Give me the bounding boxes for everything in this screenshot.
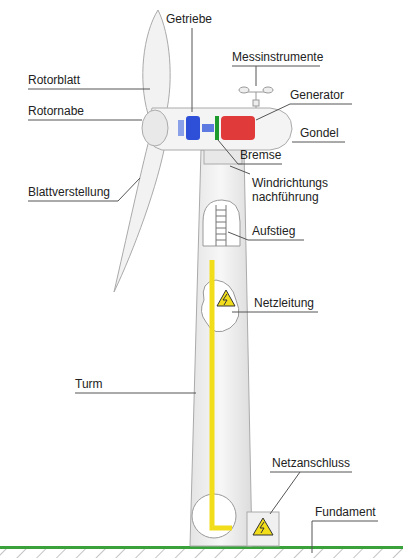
warning-sign (253, 518, 273, 535)
part-label: Windrichtungs nachführung (252, 176, 344, 204)
part-label: Rotornabe (28, 104, 84, 118)
part-label: Fundament (315, 505, 376, 519)
part-label: Netzleitung (254, 296, 314, 310)
part-label: Netzanschluss (272, 456, 350, 470)
part-label: Gondel (300, 126, 339, 140)
brake (215, 116, 219, 140)
grid-connection-box (247, 512, 279, 546)
rotor-blade (114, 136, 166, 292)
measuring-instruments (239, 87, 273, 108)
gearbox (186, 116, 200, 140)
part-label: Turm (75, 377, 103, 391)
part-label: Messinstrumente (232, 50, 323, 64)
shaft (202, 124, 214, 132)
ladder-cutout (203, 200, 240, 246)
part-label: Generator (290, 88, 344, 102)
tower (190, 150, 252, 546)
rotor-hub (142, 110, 168, 146)
cable-cutout (201, 280, 238, 332)
part-label: Bremse (240, 148, 281, 162)
ladder (216, 205, 226, 246)
part-label: Rotorblatt (28, 73, 80, 87)
gearbox (178, 120, 184, 136)
part-label: Blattverstellung (28, 185, 110, 199)
leader-line (28, 28, 378, 553)
part-label: Getriebe (166, 12, 212, 26)
ground-hatching (0, 549, 403, 558)
part-label: Aufstieg (252, 224, 295, 238)
warning-sign (217, 290, 235, 306)
nacelle (148, 108, 292, 150)
generator (221, 116, 255, 140)
